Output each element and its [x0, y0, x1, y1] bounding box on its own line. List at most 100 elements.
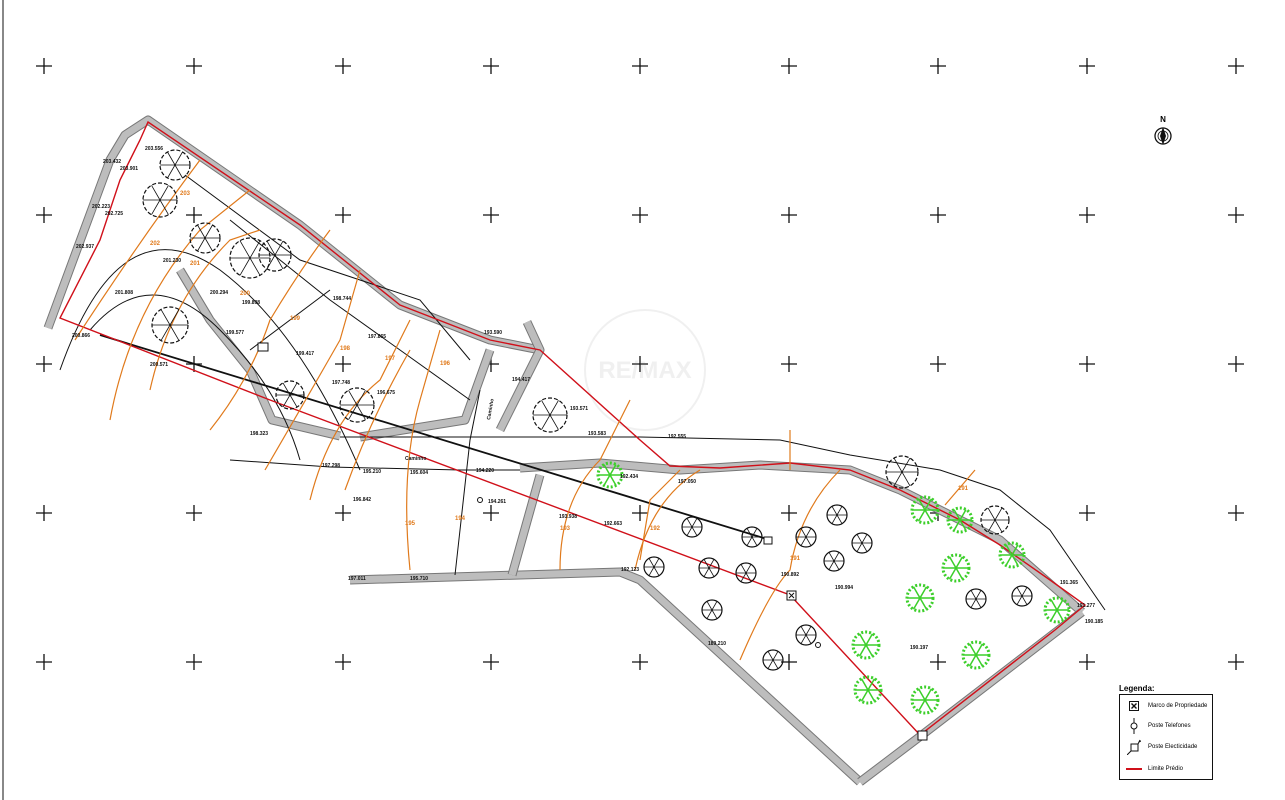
tree-icon: [698, 557, 720, 579]
spot-height: 194.417: [512, 377, 530, 383]
road-label: Caminho: [486, 398, 496, 420]
spot-height: 189.210: [708, 641, 726, 647]
spot-height: 198.323: [250, 431, 268, 437]
grid-cross: [781, 207, 797, 223]
legend-item-boundary: Limite Prédio: [1126, 762, 1183, 776]
tree-icon: [980, 505, 1010, 535]
tree-icon: [851, 532, 873, 554]
grid-cross: [335, 58, 351, 74]
trees: [142, 149, 1071, 715]
contour-label: 201: [190, 261, 201, 267]
grid-cross: [632, 58, 648, 74]
spot-height: 194.220: [476, 468, 494, 474]
tree-icon: [1011, 585, 1033, 607]
grid-cross: [781, 654, 797, 670]
legend-title: Legenda:: [1119, 684, 1155, 693]
grid-cross: [36, 356, 52, 372]
spot-height: 191.365: [1060, 580, 1078, 586]
spot-height: 200.294: [210, 290, 228, 296]
property-marker-icon: [786, 590, 928, 741]
grid-cross: [1228, 654, 1244, 670]
grid-cross: [632, 654, 648, 670]
shrub-icon: [596, 461, 624, 489]
grid-cross: [36, 207, 52, 223]
grid-cross: [483, 505, 499, 521]
watermark-logo: RE/MAX: [584, 309, 706, 431]
grid-cross: [36, 58, 52, 74]
telephone-pole-icon: [1126, 718, 1142, 734]
grid-cross: [781, 58, 797, 74]
contour-label: 199: [290, 316, 301, 322]
grid-cross: [483, 207, 499, 223]
property-boundary: [59, 120, 1087, 736]
tree-icon: [159, 149, 191, 181]
tree-icon: [762, 649, 784, 671]
spot-height: 203.432: [103, 159, 121, 165]
grid-cross: [1079, 58, 1095, 74]
tree-icon: [643, 556, 665, 578]
spot-height: 192.434: [620, 474, 638, 480]
grid-cross: [781, 356, 797, 372]
tree-icon: [965, 588, 987, 610]
grid-cross: [186, 505, 202, 521]
spot-height: 197.748: [332, 380, 350, 386]
svg-text:RE/MAX: RE/MAX: [598, 357, 691, 384]
spot-height: 193.590: [484, 330, 502, 336]
shrub-icon: [998, 541, 1026, 569]
shrub-icon: [910, 685, 940, 715]
tree-icon: [151, 306, 189, 344]
grid-cross: [1079, 654, 1095, 670]
shrub-icon: [851, 630, 881, 660]
shrub-icon: [1043, 596, 1071, 624]
grid-cross: [335, 207, 351, 223]
spot-height: 199.898: [242, 300, 260, 306]
contour-label: 192: [650, 526, 661, 532]
grid-cross: [1228, 505, 1244, 521]
electricity-pole-icon: [257, 342, 773, 545]
tree-icon: [189, 222, 221, 254]
spot-height: 199.417: [296, 351, 314, 357]
north-arrow-icon: N: [1154, 115, 1172, 145]
contour-label: 202: [150, 241, 161, 247]
grid-cross: [186, 58, 202, 74]
contour-label: 191: [958, 486, 969, 492]
spot-height: 190.185: [1085, 619, 1103, 625]
grid-cross: [335, 356, 351, 372]
tree-icon: [681, 516, 703, 538]
tree-icon: [823, 550, 845, 572]
contour-label: 196: [440, 361, 451, 367]
tree-icon: [142, 182, 178, 218]
tree-icon: [532, 397, 568, 433]
contour-label: 193: [560, 526, 571, 532]
spot-height: 195.710: [410, 576, 428, 582]
tree-icon: [339, 387, 375, 423]
grid-cross: [483, 654, 499, 670]
tree-icon: [826, 504, 848, 526]
tree-icon: [795, 624, 817, 646]
legend-item-property-marker: Marco de Propriedade: [1126, 699, 1207, 713]
spot-height: 201.230: [163, 258, 181, 264]
grid-cross: [781, 505, 797, 521]
tree-icon: [741, 526, 763, 548]
spot-height: 190.994: [835, 585, 853, 591]
contour-label: 194: [455, 516, 466, 522]
spot-height: 197.050: [678, 479, 696, 485]
tree-icon: [735, 562, 757, 584]
grid-cross: [36, 505, 52, 521]
spot-height: 198.744: [333, 296, 351, 302]
spot-height: 197.298: [322, 463, 340, 469]
contour-label: 191: [790, 556, 801, 562]
spot-height: 202.937: [76, 244, 94, 250]
contour-lines: 203 202 201 200 199 198 197 196 195 194 …: [74, 159, 976, 661]
grid-cross: [632, 505, 648, 521]
spot-height: 191.277: [1077, 603, 1095, 609]
spot-height: 203.901: [120, 166, 138, 172]
shrub-icon: [946, 506, 974, 534]
grid-cross: [1228, 356, 1244, 372]
grid-cross: [1228, 207, 1244, 223]
tree-icon: [885, 455, 919, 489]
spot-height: 190.892: [781, 572, 799, 578]
spot-height: 197.011: [348, 576, 366, 582]
grid-cross: [483, 58, 499, 74]
